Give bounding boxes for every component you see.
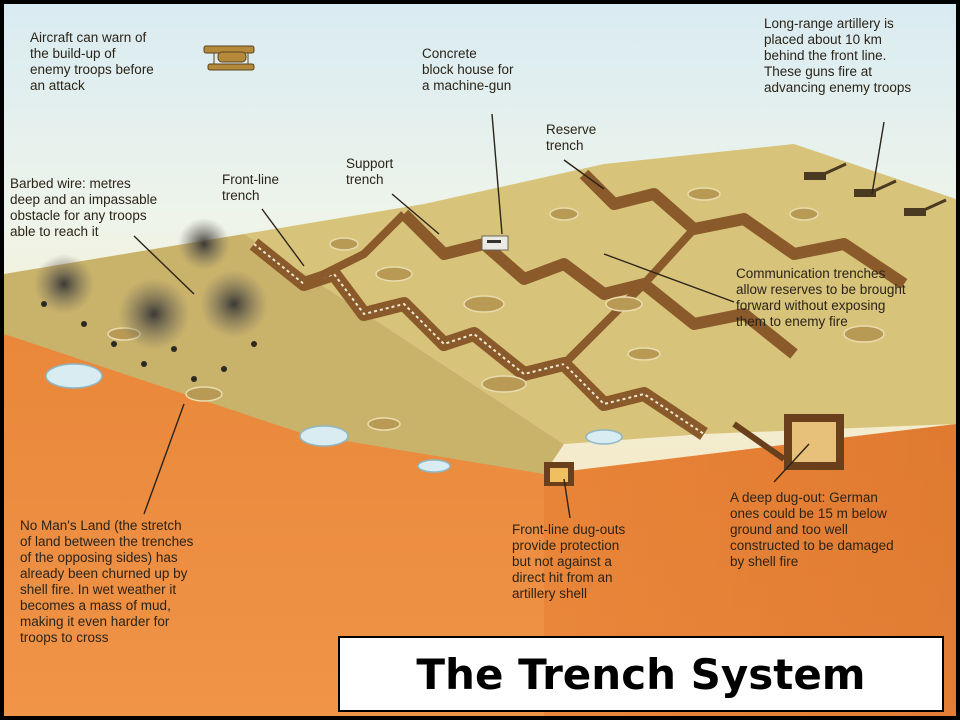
artillery-guns xyxy=(804,162,947,216)
diagram-frame: Aircraft can warn of the build-up of ene… xyxy=(4,4,956,716)
label-no-mans-land: No Man's Land (the stretch of land betwe… xyxy=(20,518,194,645)
label-support-trench: Support trench xyxy=(346,156,394,187)
label-reserve-trench: Reserve trench xyxy=(546,122,597,153)
biplane-icon xyxy=(203,45,255,71)
label-front-line-trench: Front-line trench xyxy=(222,172,280,203)
label-aircraft: Aircraft can warn of the build-up of ene… xyxy=(30,30,154,93)
shell-craters xyxy=(107,187,885,431)
trench-illustration xyxy=(4,45,956,716)
label-deep-dugout: A deep dug-out: German ones could be 15 … xyxy=(730,490,894,569)
reserve-trench xyxy=(579,169,908,289)
label-blockhouse: Concrete block house for a machine-gun xyxy=(422,46,514,93)
advancing-troops xyxy=(41,301,257,382)
label-front-line-dugouts: Front-line dug-outs provide protection b… xyxy=(512,522,626,601)
label-barbed-wire: Barbed wire: metres deep and an impassab… xyxy=(10,176,158,239)
water-craters xyxy=(45,363,623,473)
concrete-block-house xyxy=(481,235,509,251)
leader-lines xyxy=(133,113,885,519)
label-artillery: Long-range artillery is placed about 10 … xyxy=(764,16,912,95)
label-communication-trenches: Communication trenches allow reserves to… xyxy=(736,266,906,329)
communication-trench xyxy=(302,211,407,288)
front-line-dugout xyxy=(544,462,574,486)
support-trench xyxy=(399,209,798,359)
page-title: The Trench System xyxy=(416,649,866,699)
shell-smoke xyxy=(34,218,268,350)
title-box: The Trench System xyxy=(338,636,944,712)
